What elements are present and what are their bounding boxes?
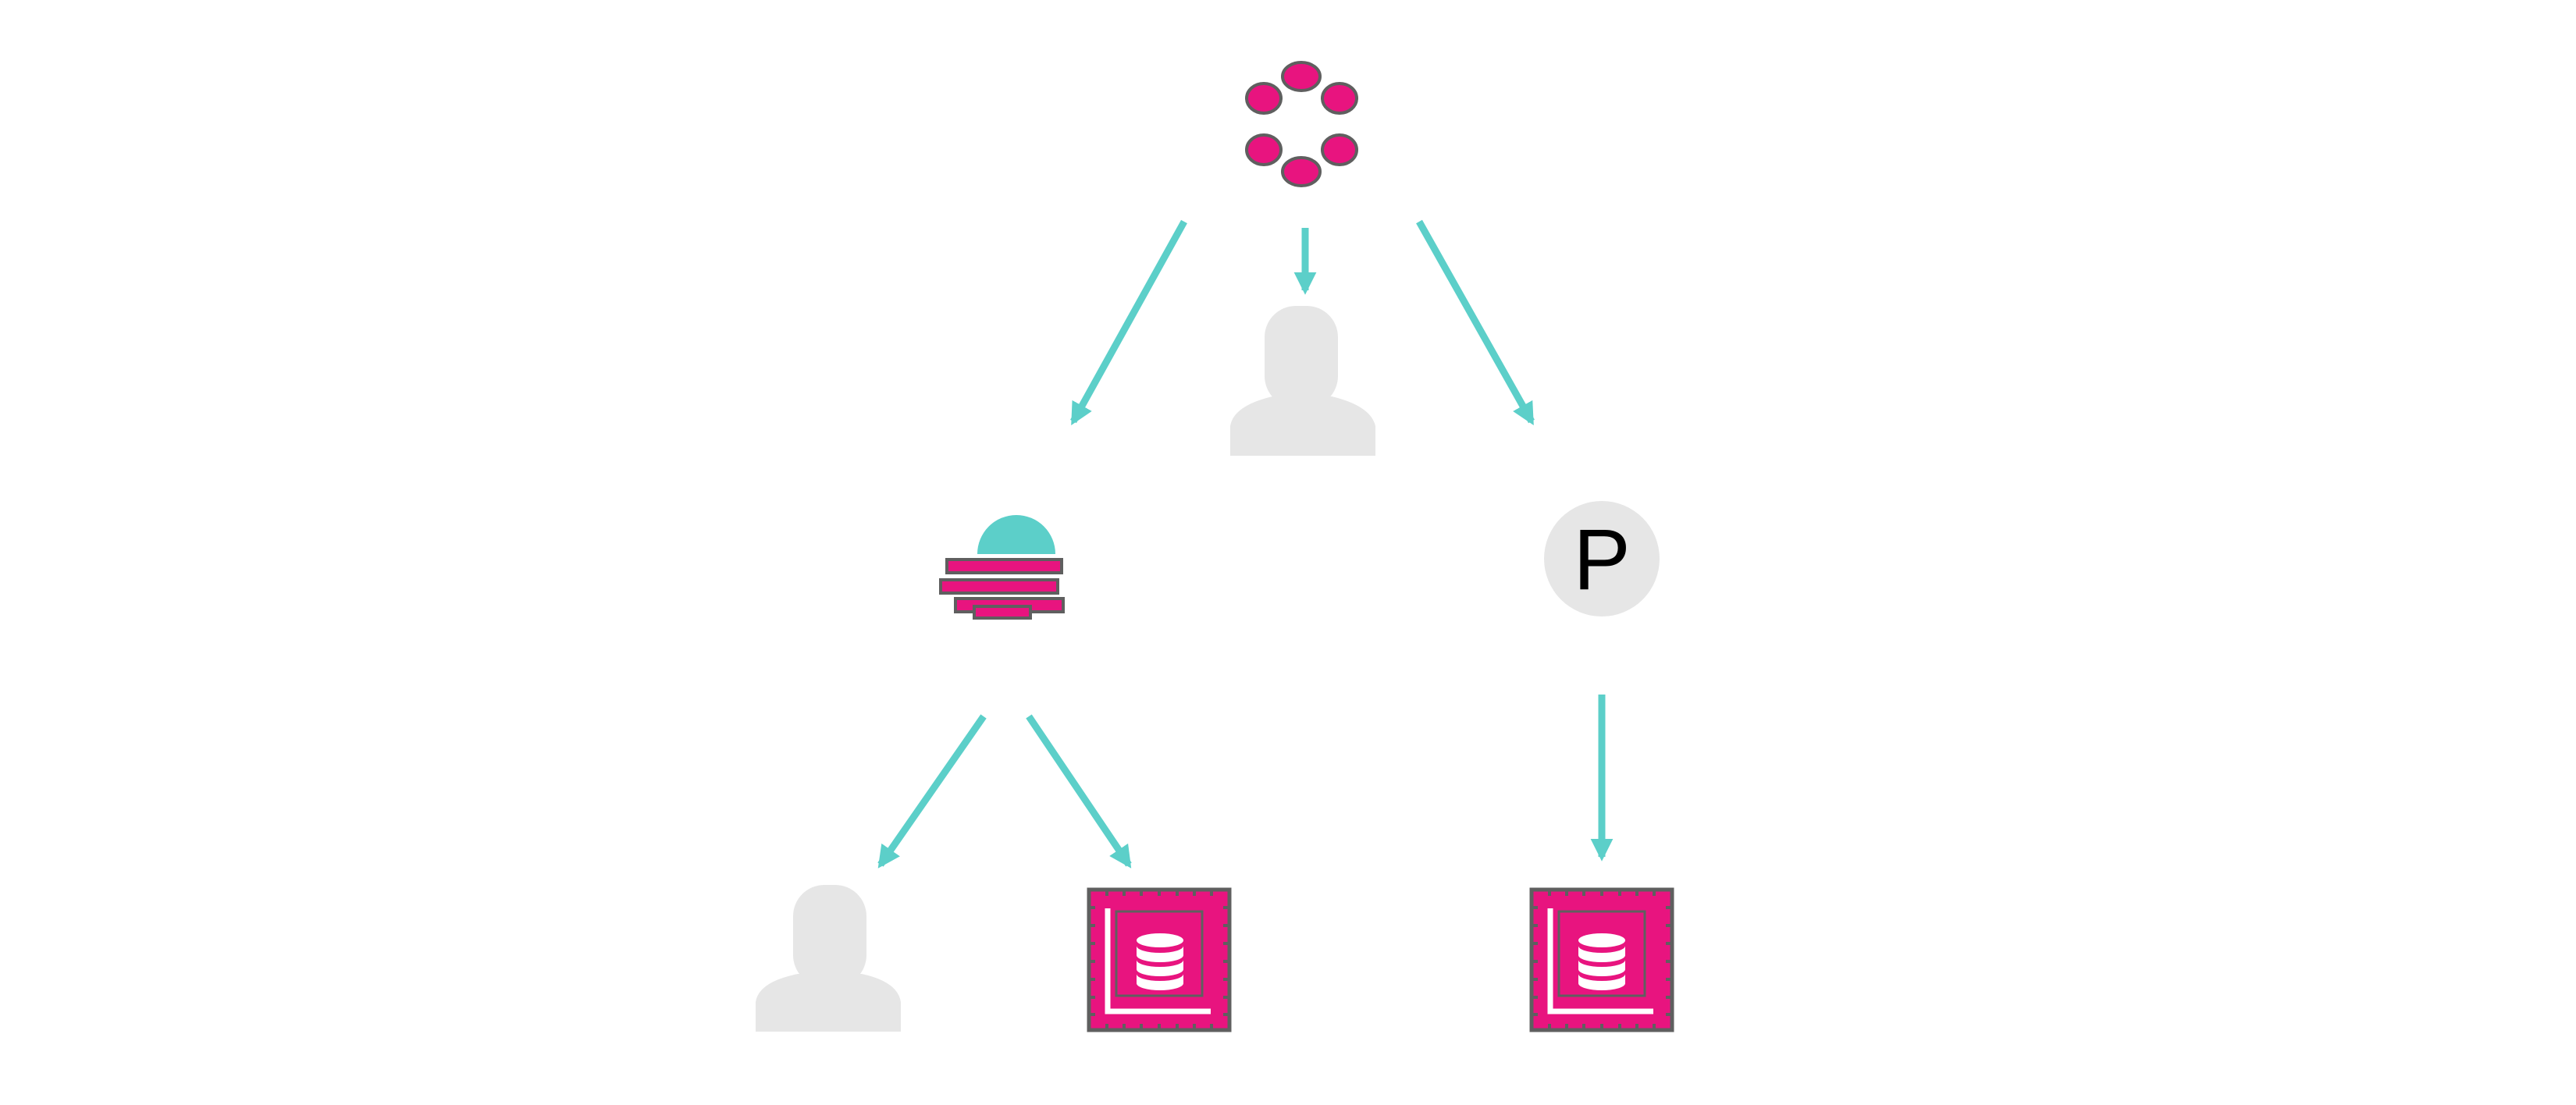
bridge-icon <box>939 515 1065 620</box>
edge-left-hub-to-left-chip <box>1026 714 1132 869</box>
user-silhouette-icon <box>1230 306 1375 456</box>
polkadot-ring-icon <box>1245 61 1358 187</box>
user-silhouette-icon <box>756 885 901 1032</box>
circle-letter-label: P <box>1573 512 1630 608</box>
database-icon <box>1137 933 1183 990</box>
edge-left-hub-to-left-user <box>877 714 987 869</box>
database-icon <box>1578 933 1625 990</box>
chip-database-icon <box>1087 887 1232 1032</box>
edge-root-to-left-hub <box>1070 219 1187 426</box>
circle-letter-icon: P <box>1544 501 1660 616</box>
edge-root-to-right-p <box>1416 219 1535 426</box>
edges <box>877 219 1614 869</box>
chip-database-icon <box>1529 887 1674 1032</box>
